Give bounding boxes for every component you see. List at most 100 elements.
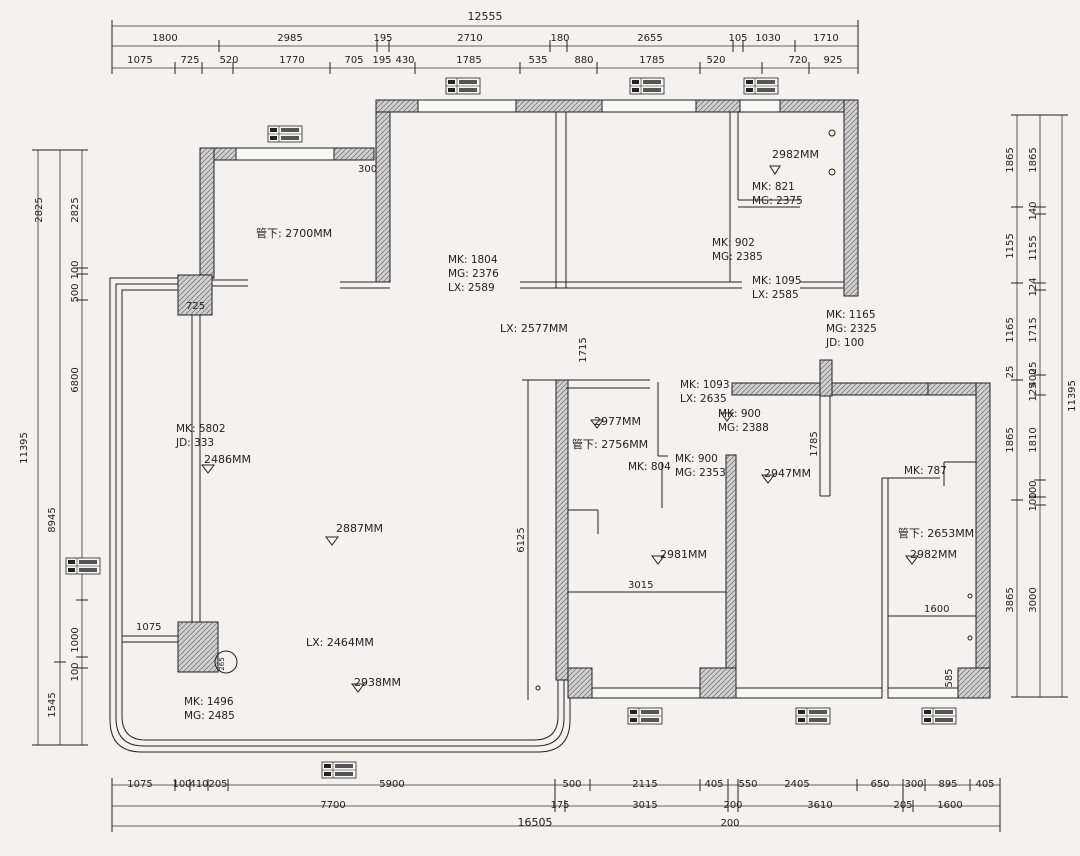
note: 3015 [628, 580, 653, 591]
note: LX: 2589 [448, 282, 495, 294]
dim-label: 410 [189, 779, 208, 790]
dim-label: 200 [723, 800, 742, 811]
dim-label: 8945 [47, 507, 58, 532]
dim-label: 100 [172, 779, 191, 790]
dim-label: 200 [720, 818, 739, 829]
dim-label: 25 [1005, 366, 1016, 379]
dim-label: 300 [904, 779, 923, 790]
dim-top-total: 12555 [468, 10, 503, 23]
note: 2981MM [660, 548, 707, 561]
dim-label: 6800 [70, 367, 81, 392]
dim-label: 1865 [1028, 147, 1039, 172]
dim-label: 2825 [70, 197, 81, 222]
note: MK: 1093 [680, 379, 730, 391]
note: MG: 2375 [752, 195, 803, 207]
walls [65, 77, 991, 779]
dim-left-total: 11395 [19, 432, 30, 464]
note: 2887MM [336, 522, 383, 535]
dim-label: 1155 [1005, 233, 1016, 258]
note: MK: 900 [718, 408, 761, 420]
note: 2947MM [764, 467, 811, 480]
note: JD: 333 [175, 437, 214, 449]
note: MK: 900 [675, 453, 718, 465]
dim-label: 520 [219, 55, 238, 66]
note: JD: 100 [825, 337, 864, 349]
dim-label: 895 [938, 779, 957, 790]
dim-label: 1810 [1028, 427, 1039, 452]
annotations: 管下: 2700MM 300 MK: 1804 MG: 2376 LX: 258… [136, 148, 974, 722]
dim-label: 1075 [127, 779, 152, 790]
note: 585 [944, 668, 955, 687]
note-pipe-height: 管下: 2700MM [256, 226, 332, 240]
note: 1075 [136, 622, 161, 633]
note: MK: 902 [712, 237, 755, 249]
dim-label: 105 [728, 33, 747, 44]
dim-label: 650 [870, 779, 889, 790]
dim-label: 100 [1028, 492, 1039, 511]
dim-bottom-total: 16505 [518, 816, 553, 829]
dim-label: 550 [738, 779, 757, 790]
dim-label: 2115 [632, 779, 657, 790]
dim-label: 925 [823, 55, 842, 66]
note: MG: 2325 [826, 323, 877, 335]
note: MK: 1095 [752, 275, 802, 287]
dim-label: 124 [1028, 277, 1039, 296]
dim-label: 1785 [639, 55, 664, 66]
dim-label: 25 [1028, 362, 1039, 375]
dim-label: 405 [975, 779, 994, 790]
note: LX: 2464MM [306, 636, 374, 649]
dim-label: 2985 [277, 33, 302, 44]
dim-label: 3610 [807, 800, 832, 811]
dim-label: 175 [550, 800, 569, 811]
dim-label: 880 [574, 55, 593, 66]
dim-label: 400 [1028, 368, 1039, 387]
dim-label: 1075 [127, 55, 152, 66]
note: MK: 1165 [826, 309, 876, 321]
dim-label: 1770 [279, 55, 304, 66]
note: 300 [358, 164, 377, 175]
dim-label: 180 [550, 33, 569, 44]
dim-label: 3000 [1028, 587, 1039, 612]
dim-label: 3865 [1005, 587, 1016, 612]
note: 265 [218, 657, 226, 670]
dim-label: 535 [528, 55, 547, 66]
note: 2977MM [594, 415, 641, 428]
dim-label: 205 [893, 800, 912, 811]
note: LX: 2585 [752, 289, 799, 301]
note: 1715 [578, 337, 589, 362]
dim-label: 125 [1028, 382, 1039, 401]
dim-label: 500 [562, 779, 581, 790]
dim-label: 3015 [632, 800, 657, 811]
note: MK: 804 [628, 461, 671, 473]
note: MG: 2376 [448, 268, 499, 280]
dim-label: 430 [395, 55, 414, 66]
height-markers [201, 165, 919, 693]
note-pipe-height: 管下: 2653MM [898, 526, 974, 540]
dim-label: 7700 [320, 800, 345, 811]
dim-label: 2710 [457, 33, 482, 44]
dim-label: 500 [70, 283, 81, 302]
dim-label: 725 [180, 55, 199, 66]
dim-label: 205 [208, 779, 227, 790]
dim-label: 1600 [937, 800, 962, 811]
dim-label: 140 [1028, 201, 1039, 220]
note: 2486MM [204, 453, 251, 466]
dim-label: 1715 [1028, 317, 1039, 342]
note: MG: 2485 [184, 710, 235, 722]
bottom-dimensions: 1075 100 410 205 5900 500 2115 405 550 2… [111, 778, 1001, 832]
note: MK: 1496 [184, 696, 234, 708]
dim-right-total: 11395 [1067, 380, 1078, 412]
dim-label: 100 [70, 662, 81, 681]
dim-label: 1865 [1005, 147, 1016, 172]
note: 1785 [809, 431, 820, 456]
left-dimensions: 11395 8945 1545 2825 2825 100 500 6800 1… [19, 149, 88, 746]
dim-label: 1785 [456, 55, 481, 66]
note: MK: 787 [904, 465, 947, 477]
dim-label: 195 [373, 33, 392, 44]
note: MG: 2353 [675, 467, 726, 479]
note: 725 [186, 301, 205, 312]
dim-label: 1545 [47, 692, 58, 717]
dim-label: 1155 [1028, 235, 1039, 260]
note: 2982MM [910, 548, 957, 561]
